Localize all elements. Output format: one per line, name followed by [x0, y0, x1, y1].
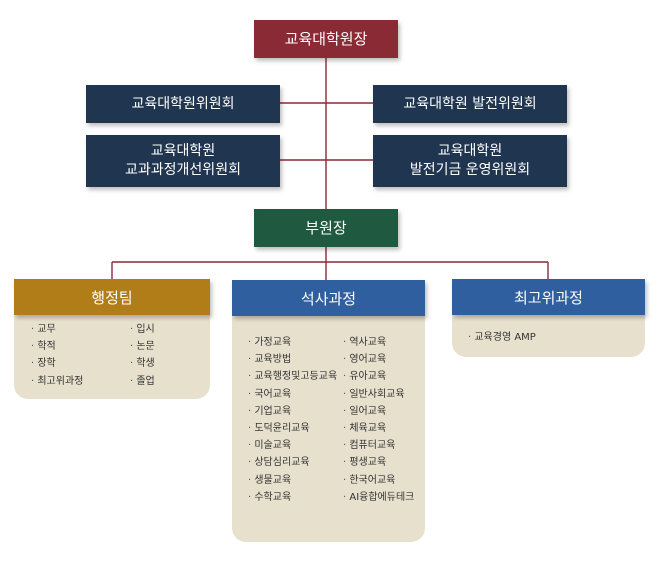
list-item: 교육행정및고등교육: [248, 368, 337, 385]
list-item: 일어교육: [343, 403, 414, 420]
development-committee-label: 교육대학원 발전위원회: [403, 95, 537, 112]
list-item: 한국어교육: [343, 472, 414, 489]
list-item: 수학교육: [248, 489, 337, 506]
admin-team-title: 행정팀: [91, 288, 133, 307]
list-item: 상담심리교육: [248, 454, 337, 471]
admin-team-list-left: 교무 학적 장학 최고위과정: [31, 321, 83, 390]
executive-header: 최고위과정: [452, 279, 645, 315]
masters-title: 석사과정: [300, 289, 357, 308]
list-item: 컴퓨터교육: [343, 437, 414, 454]
list-item: 기업교육: [248, 403, 337, 420]
list-item: 평생교육: [343, 454, 414, 471]
list-item: 장학: [31, 355, 83, 372]
admin-team-panel: 행정팀 교무 학적 장학 최고위과정 입시 논문 학생 졸업: [14, 279, 210, 399]
dean-box: 교육대학원장: [254, 20, 398, 58]
executive-title: 최고위과정: [513, 288, 583, 307]
list-item: 도덕윤리교육: [248, 420, 337, 437]
fund-committee-box: 교육대학원 발전기금 운영위원회: [373, 135, 567, 187]
executive-list: 교육경영 AMP: [468, 329, 535, 346]
masters-list-right: 역사교육 영어교육 유아교육 일반사회교육 일어교육 체육교육 컴퓨터교육 평생…: [343, 334, 414, 506]
list-item: 학적: [31, 338, 83, 355]
vice-dean-box: 부원장: [254, 209, 398, 247]
list-item: 국어교육: [248, 386, 337, 403]
list-item: 교육방법: [248, 351, 337, 368]
list-item: 유아교육: [343, 368, 414, 385]
list-item: 체육교육: [343, 420, 414, 437]
list-item: 생물교육: [248, 472, 337, 489]
admin-team-list-right: 입시 논문 학생 졸업: [130, 321, 154, 390]
list-item: 논문: [130, 338, 154, 355]
list-item: 최고위과정: [31, 373, 83, 390]
fund-committee-line1: 교육대학원: [437, 143, 503, 160]
graduate-committee-box: 교육대학원위원회: [86, 85, 280, 123]
masters-panel: 석사과정 가정교육 교육방법 교육행정및고등교육 국어교육 기업교육 도덕윤리교…: [232, 280, 425, 542]
graduate-committee-label: 교육대학원위원회: [131, 95, 235, 112]
list-item: 역사교육: [343, 334, 414, 351]
masters-list-left: 가정교육 교육방법 교육행정및고등교육 국어교육 기업교육 도덕윤리교육 미술교…: [248, 334, 337, 506]
list-item: 학생: [130, 355, 154, 372]
development-committee-box: 교육대학원 발전위원회: [373, 85, 567, 123]
curriculum-committee-line2: 교과과정개선위원회: [125, 162, 241, 178]
vice-dean-label: 부원장: [305, 218, 347, 237]
masters-header: 석사과정: [232, 280, 425, 316]
list-item: 가정교육: [248, 334, 337, 351]
list-item: 졸업: [130, 373, 154, 390]
dean-label: 교육대학원장: [284, 29, 368, 48]
list-item: 교육경영 AMP: [468, 329, 535, 346]
list-item: 영어교육: [343, 351, 414, 368]
list-item: 일반사회교육: [343, 386, 414, 403]
list-item: 미술교육: [248, 437, 337, 454]
list-item: 입시: [130, 321, 154, 338]
admin-team-header: 행정팀: [14, 279, 210, 315]
list-item: 교무: [31, 321, 83, 338]
list-item: AI융합에듀테크: [343, 489, 414, 506]
curriculum-committee-box: 교육대학원 교과과정개선위원회: [86, 135, 280, 187]
executive-panel: 최고위과정 교육경영 AMP: [452, 279, 645, 357]
fund-committee-line2: 발전기금 운영위원회: [409, 162, 531, 178]
curriculum-committee-line1: 교육대학원: [150, 143, 216, 160]
